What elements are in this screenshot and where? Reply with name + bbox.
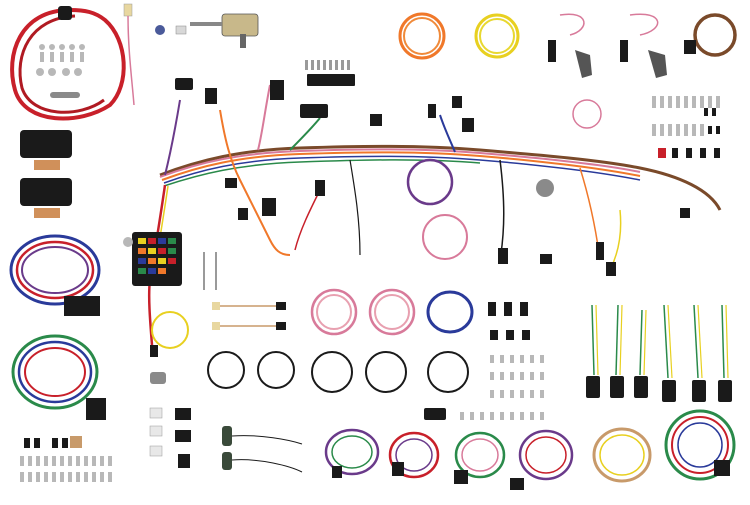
small-components <box>155 13 259 48</box>
pink-coil-2 <box>368 288 416 336</box>
bolts <box>203 252 217 290</box>
headlight-switch <box>221 13 259 37</box>
maxi-fuse-holder-2 <box>20 178 72 218</box>
blue-coil <box>426 290 474 334</box>
left-coil-2 <box>11 334 99 410</box>
bottom-row-coils <box>324 409 736 483</box>
fusible-link-wire <box>123 3 135 106</box>
left-coil-1 <box>9 234 101 306</box>
sensor-pigtail-2 <box>620 13 667 78</box>
red-battery-cable <box>10 6 126 121</box>
cable-boot <box>58 6 72 20</box>
orange-wire-coil <box>398 12 446 60</box>
maxi-fuse-holder-1 <box>20 130 72 170</box>
fuse-panel <box>123 232 182 286</box>
short-leads <box>212 302 286 330</box>
bulkhead-connector <box>307 74 355 86</box>
ignition-switch <box>536 179 554 197</box>
yellow-wire-coil <box>474 13 520 59</box>
terminal-assortment-bottom-left <box>20 436 112 482</box>
dimmer-switch <box>150 372 166 384</box>
grommets-and-switches <box>149 407 303 473</box>
bottom-row-connectors <box>332 460 730 490</box>
pink-coil-1 <box>310 288 358 336</box>
connector-assortment-center <box>424 302 530 420</box>
harness-connectors <box>175 78 690 276</box>
yellow-ground-loop <box>151 311 189 349</box>
battery-terminals <box>36 44 85 98</box>
terminal-assortment-center <box>460 355 544 420</box>
sensor-pigtail-1 <box>548 13 592 78</box>
black-lead-coils <box>207 351 469 393</box>
brown-wire-coil <box>693 13 737 57</box>
purple-coil <box>406 158 454 206</box>
socket-pigtails <box>586 304 732 402</box>
small-pink-loop <box>572 99 602 129</box>
pink-coil-3 <box>422 214 468 260</box>
terminal-pins-row <box>305 60 350 70</box>
terminal-assortment-right <box>652 96 720 158</box>
